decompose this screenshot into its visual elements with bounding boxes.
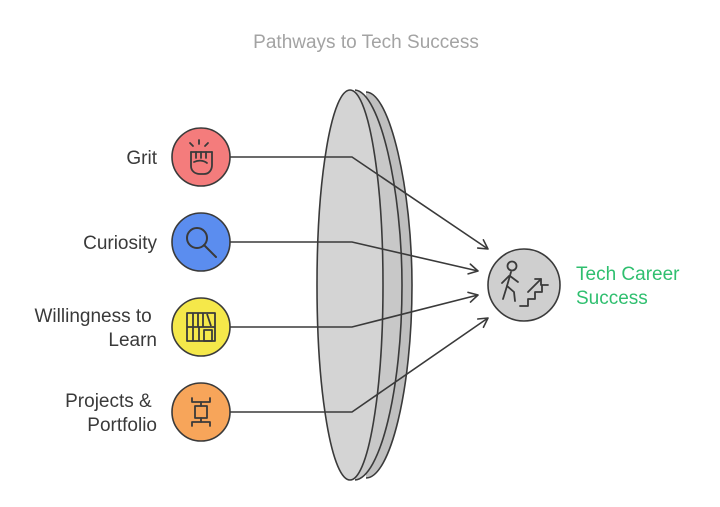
project-board-icon (191, 397, 211, 427)
connector-willingness (230, 291, 479, 328)
curiosity-circle (171, 212, 231, 272)
input-grit: Grit (126, 127, 231, 187)
projects-circle (171, 382, 231, 442)
goal-tech-career-success: Tech Career Success (487, 248, 685, 322)
diagram-title: Pathways to Tech Success (253, 32, 479, 53)
lens (316, 89, 413, 481)
lens-front-disc (316, 89, 384, 481)
bookshelf-icon (186, 312, 216, 342)
connector-curiosity (230, 241, 479, 275)
fist-icon (189, 139, 213, 175)
goal-circle (487, 248, 561, 322)
input-projects-portfolio: Projects & Portfolio (65, 382, 231, 442)
connector-projects (230, 317, 489, 413)
grit-label: Grit (126, 148, 157, 169)
input-willingness-to-learn: Willingness to Learn (35, 297, 231, 357)
willingness-label: Willingness to Learn (35, 306, 158, 351)
projects-label: Projects & Portfolio (65, 391, 157, 436)
input-curiosity: Curiosity (83, 212, 231, 272)
connectors (230, 156, 489, 413)
climbing-stairs-icon (501, 260, 549, 307)
connector-grit (230, 156, 489, 250)
goal-label: Tech Career Success (576, 264, 685, 309)
magnifier-icon (186, 227, 217, 258)
curiosity-label: Curiosity (83, 233, 157, 254)
